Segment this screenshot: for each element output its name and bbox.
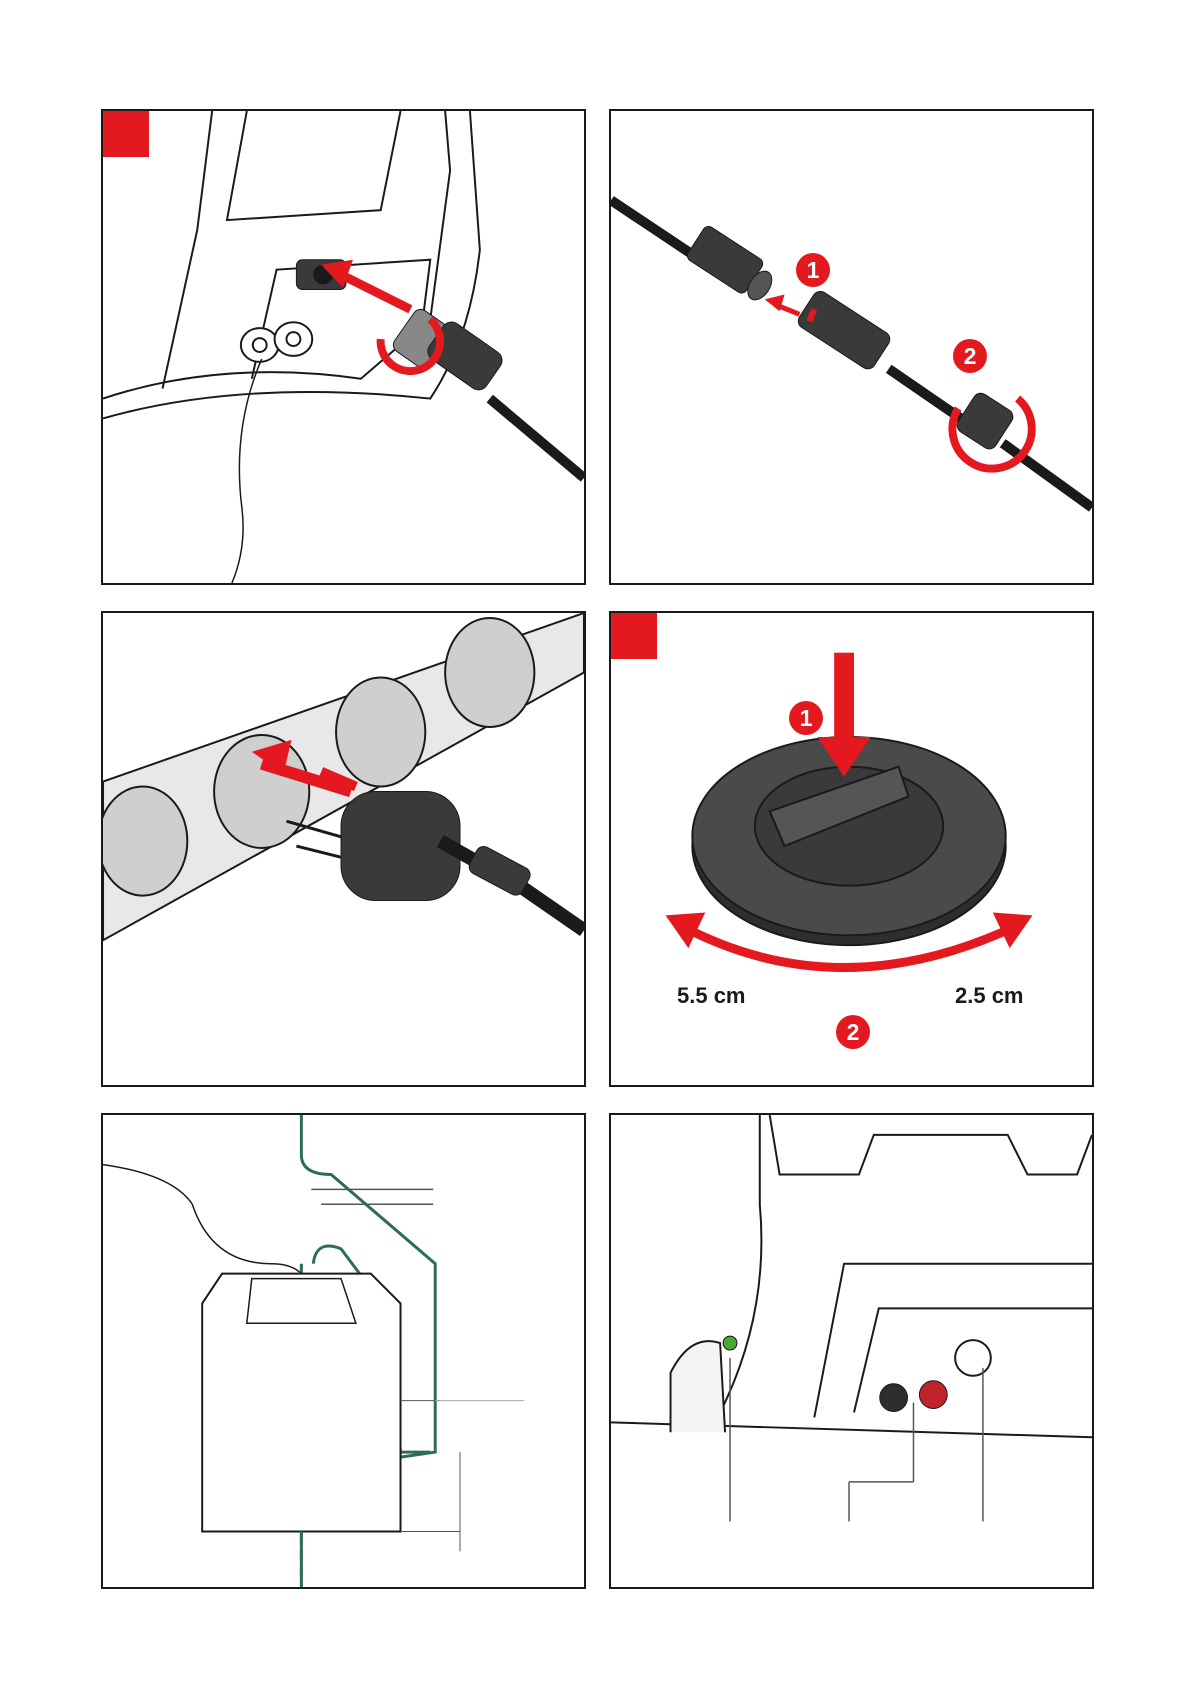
cable-plug	[390, 306, 584, 478]
step-badge-2: 2	[953, 339, 987, 373]
panel-boundary-wire-layout	[101, 1113, 586, 1589]
status-led-icon	[723, 1336, 737, 1350]
illustration-wire-layout	[103, 1115, 584, 1587]
figure-marker	[611, 613, 657, 659]
panel-plug-into-power-strip	[101, 611, 586, 1087]
black-terminal	[880, 1384, 908, 1412]
red-terminal	[919, 1381, 947, 1409]
illustration-power-strip	[103, 613, 584, 1085]
panel-base-station-terminals	[609, 1113, 1094, 1589]
step-badge-1: 1	[796, 253, 830, 287]
figure-marker	[103, 111, 149, 157]
panel-height-adjust-knob: 1 2 5.5 cm 2.5 cm	[609, 611, 1094, 1087]
step-badge-1: 1	[789, 701, 823, 735]
charging-socket-icon	[955, 1340, 991, 1376]
illustration-cable-connectors	[611, 111, 1092, 583]
base-station-outline	[202, 1274, 400, 1532]
left-distance-label: 5.5 cm	[677, 983, 746, 1009]
panel-connect-cable-to-base	[101, 109, 586, 585]
terminal-block	[241, 322, 312, 362]
step-badge-2: 2	[836, 1015, 870, 1049]
male-connector	[795, 288, 893, 372]
right-distance-label: 2.5 cm	[955, 983, 1024, 1009]
illustration-terminals	[611, 1115, 1092, 1587]
panel-join-connectors: 1 2	[609, 109, 1094, 585]
illustration-base-station-socket	[103, 111, 584, 583]
